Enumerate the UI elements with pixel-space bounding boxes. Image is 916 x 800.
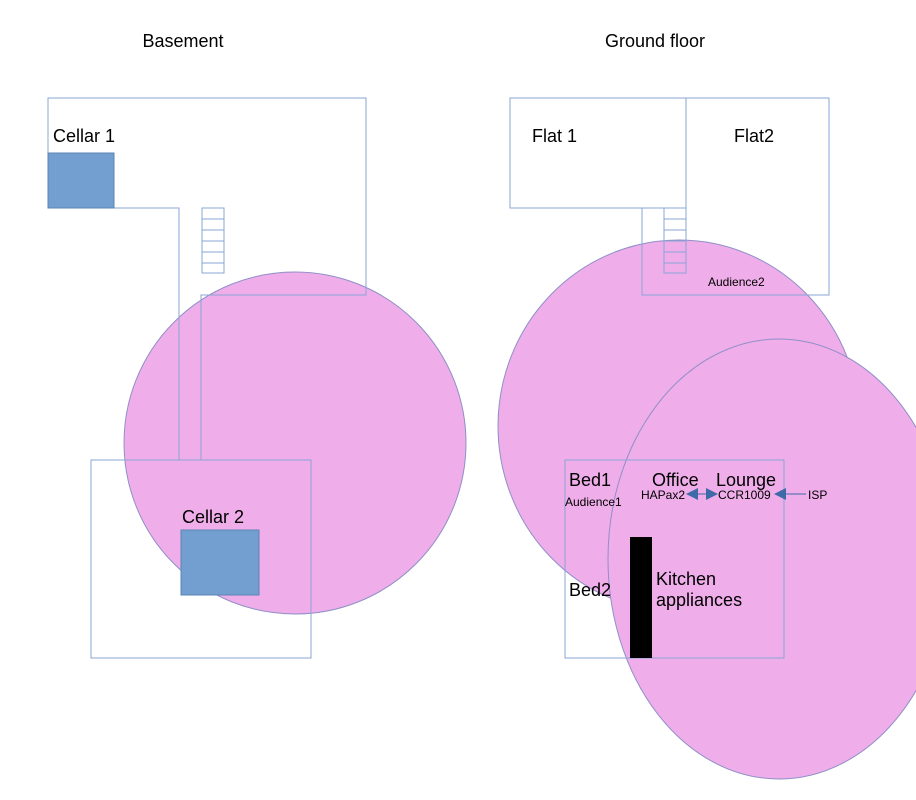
audience2-label: Audience2 (708, 275, 765, 289)
basement-stairs (201, 207, 225, 274)
cellar-2-label: Cellar 2 (182, 507, 244, 527)
basement-lower-area (90, 459, 312, 659)
bed2-label: Bed2 (569, 580, 611, 600)
ground-floor-title: Ground floor (605, 31, 705, 51)
office-label: Office (652, 470, 699, 490)
cellar-1-storage (47, 152, 115, 209)
audience1-coverage-circle (607, 338, 916, 780)
cellar-2-storage (180, 529, 260, 596)
lounge-label: Lounge (716, 470, 776, 490)
kitchen-label-line2: appliances (656, 590, 742, 610)
hapax2-ccr1009-link-arrow (686, 488, 718, 500)
ccr1009-device-label: CCR1009 (718, 488, 771, 502)
kitchen-appliances-block (630, 537, 652, 658)
audience1-label: Audience1 (565, 495, 622, 509)
hapax2-device-label: HAPax2 (641, 488, 685, 502)
flat-2-label: Flat2 (734, 126, 774, 146)
flat-1-label: Flat 1 (532, 126, 577, 146)
ground-floor-stairs (663, 207, 687, 274)
apartment-area (564, 459, 785, 659)
kitchen-label-line1: Kitchen (656, 569, 716, 589)
basement-coverage-circle (123, 271, 467, 615)
isp-ccr1009-link-arrow (774, 488, 806, 500)
flat-1-area (509, 97, 687, 209)
basement-title: Basement (142, 31, 223, 51)
bed1-label: Bed1 (569, 470, 611, 490)
isp-device-label: ISP (808, 488, 827, 502)
cellar-1-label: Cellar 1 (53, 126, 115, 146)
